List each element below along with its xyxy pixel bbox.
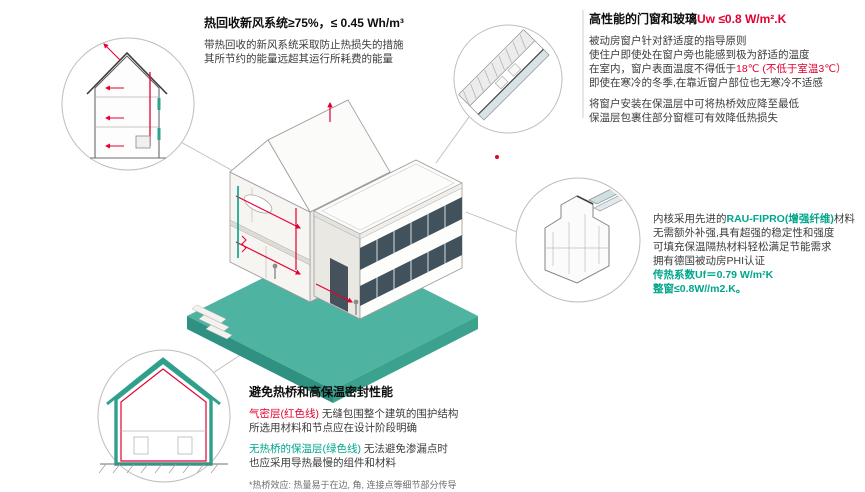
window-corner-detail-circle [453,24,563,134]
windows-note-2: 使住户即使处在窗户旁也能感到极为舒适的温度 [589,48,810,61]
windows-note-1: 被动房窗户针对舒适度的指导原则 [589,34,747,47]
ventilation-ducts [235,101,353,303]
ventilation-title: 热回收新风系统≥75%，≤ 0.45 Wh/m³ [204,16,404,30]
red-marker-dot [495,155,499,159]
profile-note-1-highlight: RAU-FIPRO(增强纤维) [726,213,834,225]
floor-slab [229,219,311,266]
ground-slab-right-edge [333,316,478,403]
heating-pipe [237,186,247,258]
profile-section: 内核采用先进的RAU-FIPRO(增强纤维)材料 无需额外补强,具有超强的稳定性… [653,212,865,296]
roof-insulation-line [106,357,221,406]
gasket [576,195,594,205]
ventilation-detail-circle [61,37,195,171]
thermal-footnote: *热桥效应: 热量易于在边, 角, 连接点等细节部分传导 [249,479,457,490]
windows-note-6: 保温层包裹住部分窗框可有效降低热损失 [589,111,778,124]
profile-note-1: 内核采用先进的RAU-FIPRO(增强纤维)材料 [653,212,865,226]
thermal-note-1: 气密层(红色线) 无缝包围整个建筑的围护结构 [249,407,569,421]
ventilation-note-1: 带热回收的新风系统采取防止热损失的措施 [204,38,404,51]
thermal-bridge-detail-circle [97,349,231,483]
house-cutaway-illustration [187,99,478,403]
terrace-steps [191,304,233,340]
windows-note-5: 将窗户安装在保温层中可将热桥效应降至最低 [589,97,799,110]
ventilation-section: 热回收新风系统≥75%，≤ 0.45 Wh/m³ 带热回收的新风系统采取防止热损… [204,16,514,66]
profile-note-1-pre: 内核采用先进的 [653,213,727,225]
ground-hatch [98,463,219,474]
thermal-note-3-rest: 无法避免渗漏点时 [361,442,448,455]
windows-section: 高性能的门窗和玻璃Uw ≤0.8 W/m².K 被动房窗户针对舒适度的指导原则 … [589,12,861,125]
ground-slab-left-edge [187,316,333,403]
thermal-note-3: 无热桥的保温层(绿色线) 无法避免渗漏点时 [249,442,569,456]
gable-face [229,139,312,213]
windows-title-value: Uw ≤0.8 W/m².K [697,12,787,26]
profile-note-3: 可填充保温隔热材料轻松满足节能需求 [653,241,832,253]
thermal-section: 避免热桥和高保温密封性能 气密层(红色线) 无缝包围整个建筑的围护结构 所选用材… [249,385,569,491]
profile-note-1-post: 材料 [833,213,855,225]
windows-title: 高性能的门窗和玻璃Uw ≤0.8 W/m².K [589,12,861,28]
airtight-layer-outline [120,368,207,462]
heat-recovery-unit [135,135,151,149]
windows-note-4: 即使在寒冷的冬季,在靠近窗户部位也无寒冷不适感 [589,76,823,89]
window-profile-detail-circle [515,177,641,303]
thermal-note-4: 也应采用导热最慢的组件和材料 [249,456,396,469]
entry-door [330,258,348,312]
windows-note-3-value: 18℃ (不低于室温3℃） [736,62,847,75]
profile-note-2: 无需额外补强,具有超强的稳定性和强度 [653,227,835,239]
ventilation-note-2: 其所节约的能量远超其运行所耗费的能量 [204,52,393,65]
thermal-title: 避免热桥和高保温密封性能 [249,385,394,399]
windows-title-text: 高性能的门窗和玻璃 [589,12,698,26]
airflow-arrows [103,43,124,149]
profile-chambers [545,214,609,274]
windows-note-3: 在室内，窗户表面温度不得低于18℃ (不低于室温3℃） [589,62,861,76]
roof-edge [86,51,168,95]
thermal-note-2: 所选用材料和节点应在设计阶段明确 [249,421,417,434]
airtight-layer-label: 气密层(红色线) [249,407,319,420]
wall-hatch [463,34,526,106]
bathtub [243,194,273,214]
profile-note-4: 拥有德国被动房PHI认证 [653,255,766,267]
window-mullions [376,205,446,298]
insulation-layer-label: 无热桥的保温层(绿色线) [249,442,361,455]
thermal-note-1-rest: 无缝包围整个建筑的围护结构 [319,407,459,420]
profile-uw-value: 整窗≤0.8W//m2.K。 [653,283,747,295]
roof-parapet [321,163,455,231]
human-figures [272,263,359,315]
leader-lines [178,116,518,374]
profile-uf-value: 传热系数Uf＝0.79 W/m²K [653,269,774,281]
windows-note-3-text: 在室内，窗户表面温度不得低于 [589,62,736,75]
